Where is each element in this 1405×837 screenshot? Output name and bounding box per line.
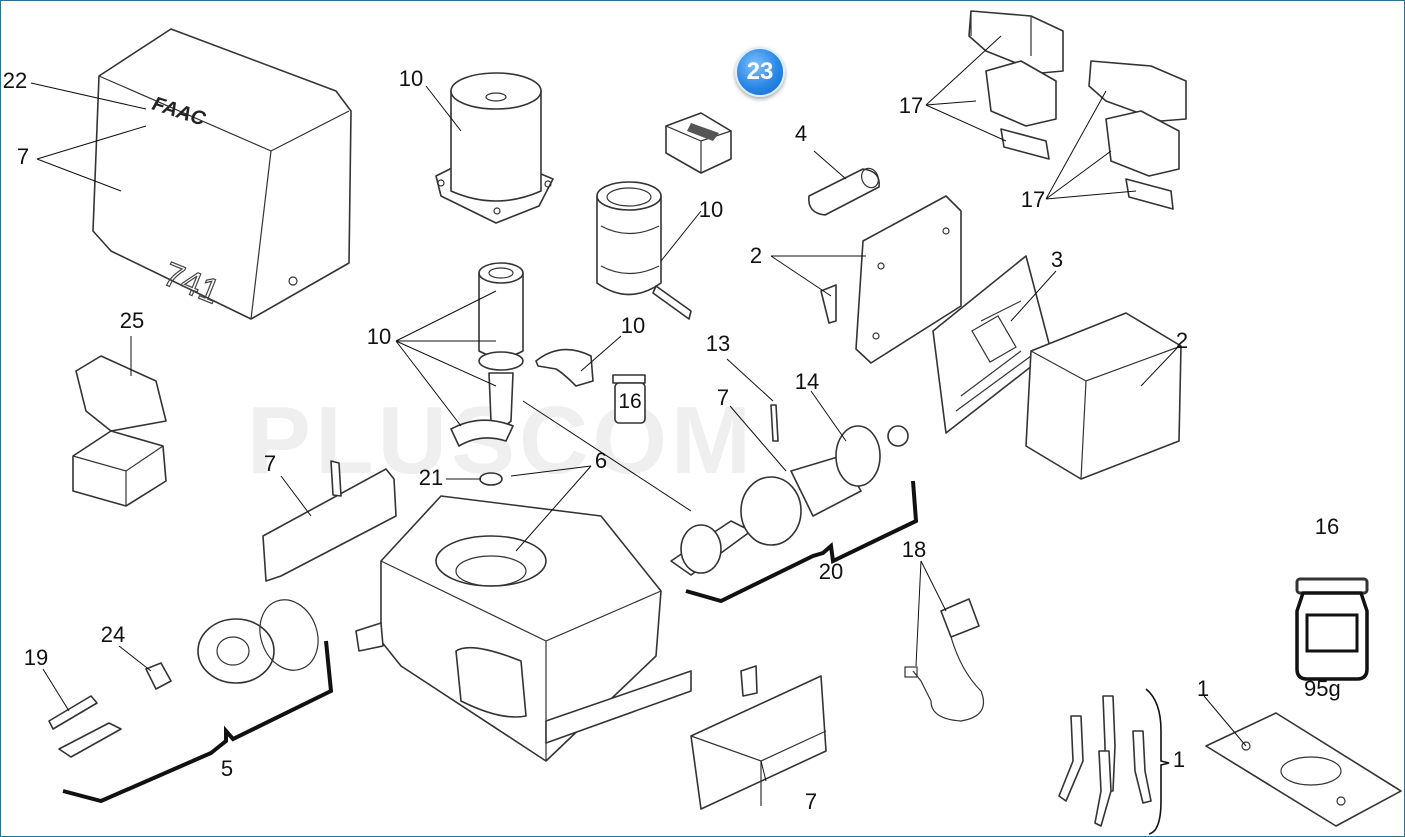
callout-13: 13 bbox=[705, 331, 731, 356]
jar-large bbox=[1295, 577, 1369, 681]
box-part bbox=[72, 355, 167, 507]
callout-19: 19 bbox=[23, 645, 49, 670]
callout-6: 6 bbox=[594, 448, 608, 473]
gear-shaft-part bbox=[670, 425, 909, 576]
rotor-part bbox=[478, 262, 524, 427]
callout-24: 24 bbox=[100, 622, 126, 647]
sensor-part bbox=[904, 598, 985, 722]
callout-4: 4 bbox=[794, 121, 808, 146]
board-box-part bbox=[1025, 312, 1182, 480]
callout-5: 5 bbox=[220, 756, 234, 781]
jar-weight-label: 95g bbox=[1304, 676, 1341, 701]
jar-small-number: 16 bbox=[618, 390, 642, 413]
callout-3: 3 bbox=[1050, 247, 1064, 272]
half-ring-part bbox=[535, 348, 594, 387]
handwheel-part bbox=[48, 599, 319, 758]
callout-10-rotor: 10 bbox=[366, 324, 392, 349]
plate-part bbox=[262, 460, 397, 582]
callout-7-plate: 7 bbox=[263, 451, 277, 476]
callout-10-ring: 10 bbox=[620, 313, 646, 338]
callout-7-gearcover: 7 bbox=[716, 385, 730, 410]
callout-16: 16 bbox=[1314, 514, 1340, 539]
callout-2-box: 2 bbox=[1175, 328, 1189, 353]
cover-part: FAAC 741 bbox=[92, 28, 352, 320]
capacitor-part bbox=[808, 167, 880, 216]
leader-lines bbox=[30, 35, 1247, 782]
callout-10-stator: 10 bbox=[698, 197, 724, 222]
jar-small bbox=[612, 374, 646, 424]
callout-7-cover: 7 bbox=[16, 144, 30, 169]
ring-part bbox=[450, 419, 514, 486]
motor-top-part bbox=[435, 72, 554, 224]
housing-part bbox=[355, 495, 692, 762]
badge-23: 23 bbox=[735, 47, 785, 97]
callout-1-plate: 1 bbox=[1196, 676, 1210, 701]
callout-21: 21 bbox=[418, 465, 444, 490]
callout-1-terminals: 1 bbox=[1172, 747, 1186, 772]
callout-17-lower: 17 bbox=[1020, 187, 1046, 212]
callout-14: 14 bbox=[794, 369, 820, 394]
callout-10-motor: 10 bbox=[398, 66, 424, 91]
base-plate-part bbox=[1205, 712, 1402, 827]
bracket-part bbox=[820, 195, 962, 364]
callout-20: 20 bbox=[818, 559, 844, 584]
stator-part bbox=[596, 181, 692, 320]
part-23 bbox=[665, 112, 732, 174]
grouping-braces bbox=[62, 480, 1170, 835]
callout-17-upper: 17 bbox=[898, 93, 924, 118]
callout-25: 25 bbox=[119, 308, 145, 333]
callout-2-bracket: 2 bbox=[749, 243, 763, 268]
limit-switch-upper bbox=[968, 10, 1064, 160]
callout-18: 18 bbox=[901, 537, 927, 562]
control-board-part bbox=[932, 255, 1052, 434]
cover-bottom-part bbox=[690, 665, 827, 810]
terminals-part bbox=[1058, 695, 1152, 827]
callout-7-bottomcover: 7 bbox=[804, 789, 818, 814]
callout-22: 22 bbox=[2, 68, 28, 93]
pin-part bbox=[770, 404, 779, 442]
limit-switch-lower bbox=[1088, 60, 1187, 210]
